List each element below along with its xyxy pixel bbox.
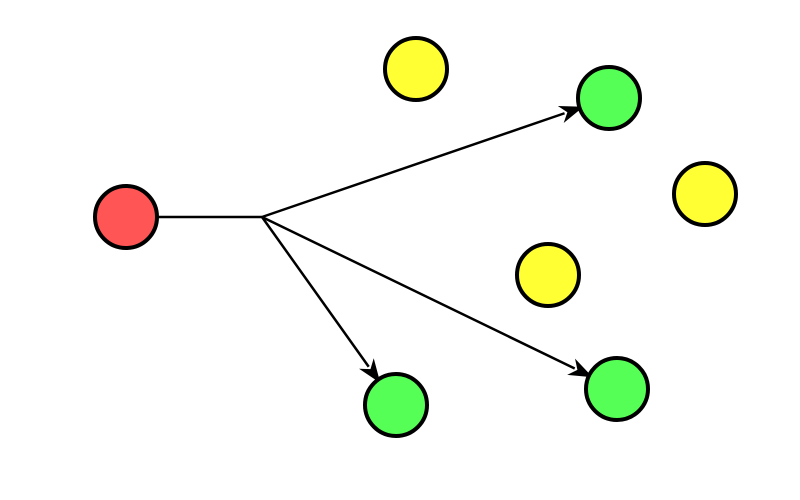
arrowhead-icon — [567, 358, 593, 378]
node-source — [93, 184, 159, 250]
node-other-2 — [672, 161, 738, 227]
target-node-circle — [584, 356, 650, 422]
other-node-circle — [383, 36, 449, 102]
target-node-circle — [363, 372, 429, 438]
edge-target-3 — [261, 215, 593, 378]
other-node-circle — [515, 242, 581, 308]
edge-target-1 — [261, 106, 584, 219]
source-node-circle — [93, 184, 159, 250]
edges-layer — [157, 106, 593, 384]
arrowhead-icon — [557, 106, 584, 124]
other-node-circle — [672, 161, 738, 227]
node-other-1 — [383, 36, 449, 102]
edge-target-2 — [260, 216, 381, 384]
edge-line-target-2 — [260, 216, 370, 368]
node-target-1 — [576, 65, 642, 131]
node-target-3 — [584, 356, 650, 422]
target-node-circle — [576, 65, 642, 131]
node-target-2 — [363, 372, 429, 438]
node-other-3 — [515, 242, 581, 308]
edge-line-target-3 — [261, 215, 576, 370]
nodes-layer — [93, 36, 738, 438]
edge-line-target-1 — [261, 112, 565, 219]
arrowhead-icon — [359, 358, 381, 384]
